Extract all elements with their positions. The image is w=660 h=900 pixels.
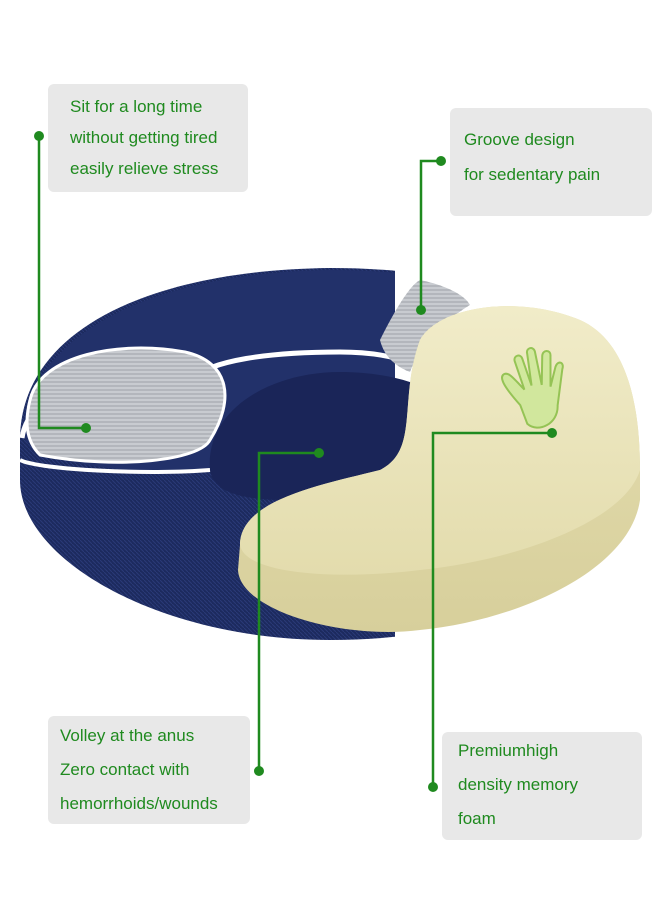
dot-volley-top (314, 448, 324, 458)
callout-line: Premiumhigh (458, 741, 559, 760)
connector-foam (431, 431, 552, 787)
connector-dots (34, 131, 557, 792)
dot-foam-top (547, 428, 557, 438)
callout-line: density memory (458, 775, 578, 794)
callout-line: Zero contact with (60, 760, 190, 779)
connector-lines (37, 136, 552, 787)
callout-memory-foam: Premiumhigh density memory foam (442, 732, 642, 840)
left-mesh-pad (25, 346, 227, 464)
dot-groove-top (436, 156, 446, 166)
callout-line: Groove design (464, 130, 575, 149)
dot-volley-end (254, 766, 264, 776)
right-mesh-strip (380, 280, 470, 372)
callout-sit-relief: Sit for a long time without getting tire… (48, 84, 248, 192)
dot-foam-end (428, 782, 438, 792)
callout-groove-design: Groove design for sedentary pain (450, 108, 652, 216)
callout-volley-anus: Volley at the anus Zero contact with hem… (48, 716, 250, 824)
callout-line: for sedentary pain (464, 165, 601, 184)
callout-line: hemorrhoids/wounds (60, 794, 218, 813)
callout-line: Volley at the anus (60, 726, 195, 745)
dot-groove-end (416, 305, 426, 315)
callout-line: Sit for a long time (70, 97, 203, 116)
connector-sit (37, 136, 86, 430)
connector-groove (419, 159, 441, 310)
handprint-icon (501, 347, 564, 429)
callout-line: easily relieve stress (70, 159, 219, 178)
dot-sit-end (81, 423, 91, 433)
dot-sit-top (34, 131, 44, 141)
callout-line: foam (458, 809, 496, 828)
callout-line: without getting tired (70, 128, 218, 147)
connector-volley (257, 451, 319, 771)
